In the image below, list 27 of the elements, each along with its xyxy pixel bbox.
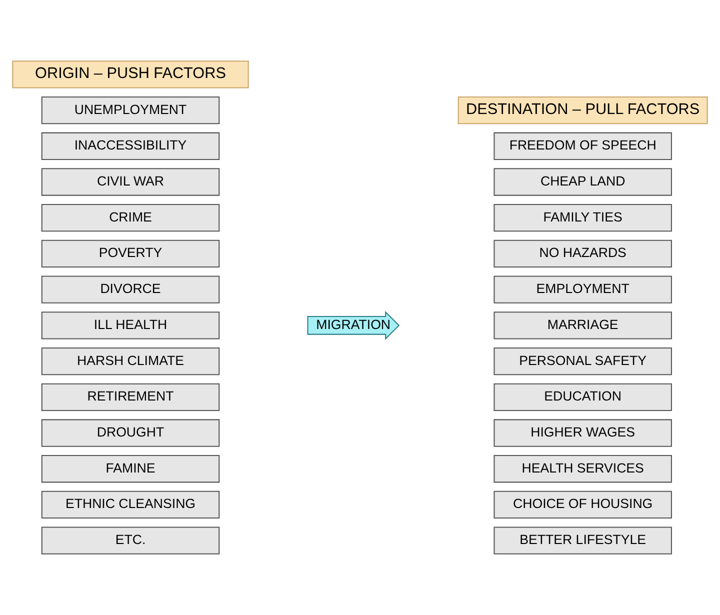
node-box: CRIME [41, 204, 220, 232]
node-box: EMPLOYMENT [494, 276, 672, 304]
node-box: FAMINE [41, 455, 220, 483]
node-box: HARSH CLIMATE [41, 347, 220, 376]
node-box: DIVORCE [41, 276, 220, 304]
node-box: NO HAZARDS [494, 240, 672, 268]
node-box: ORIGIN – PUSH FACTORS [12, 60, 249, 88]
node-box: HIGHER WAGES [494, 419, 672, 447]
node-box: ILL HEALTH [41, 312, 220, 340]
node-box: ETHNIC CLEANSING [41, 490, 220, 519]
node-box: FAMILY TIES [494, 204, 672, 232]
node-box: RETIREMENT [41, 383, 220, 411]
node-box: DESTINATION – PULL FACTORS [458, 96, 708, 124]
node-box: HEALTH SERVICES [494, 455, 672, 483]
node-box: DROUGHT [41, 419, 220, 447]
node-box: INACCESSIBILITY [41, 132, 220, 160]
node-box: POVERTY [41, 240, 220, 268]
node-box: BETTER LIFESTYLE [494, 526, 672, 554]
node-box: CIVIL WAR [41, 168, 220, 196]
node-box: PERSONAL SAFETY [494, 347, 672, 376]
node-box: FREEDOM OF SPEECH [494, 132, 672, 160]
node-box: MARRIAGE [494, 312, 672, 340]
node-box: CHEAP LAND [494, 168, 672, 196]
node-box: EDUCATION [494, 383, 672, 411]
node-box: ETC. [41, 526, 220, 554]
node-box: CHOICE OF HOUSING [494, 490, 672, 519]
node-box: UNEMPLOYMENT [41, 96, 220, 124]
